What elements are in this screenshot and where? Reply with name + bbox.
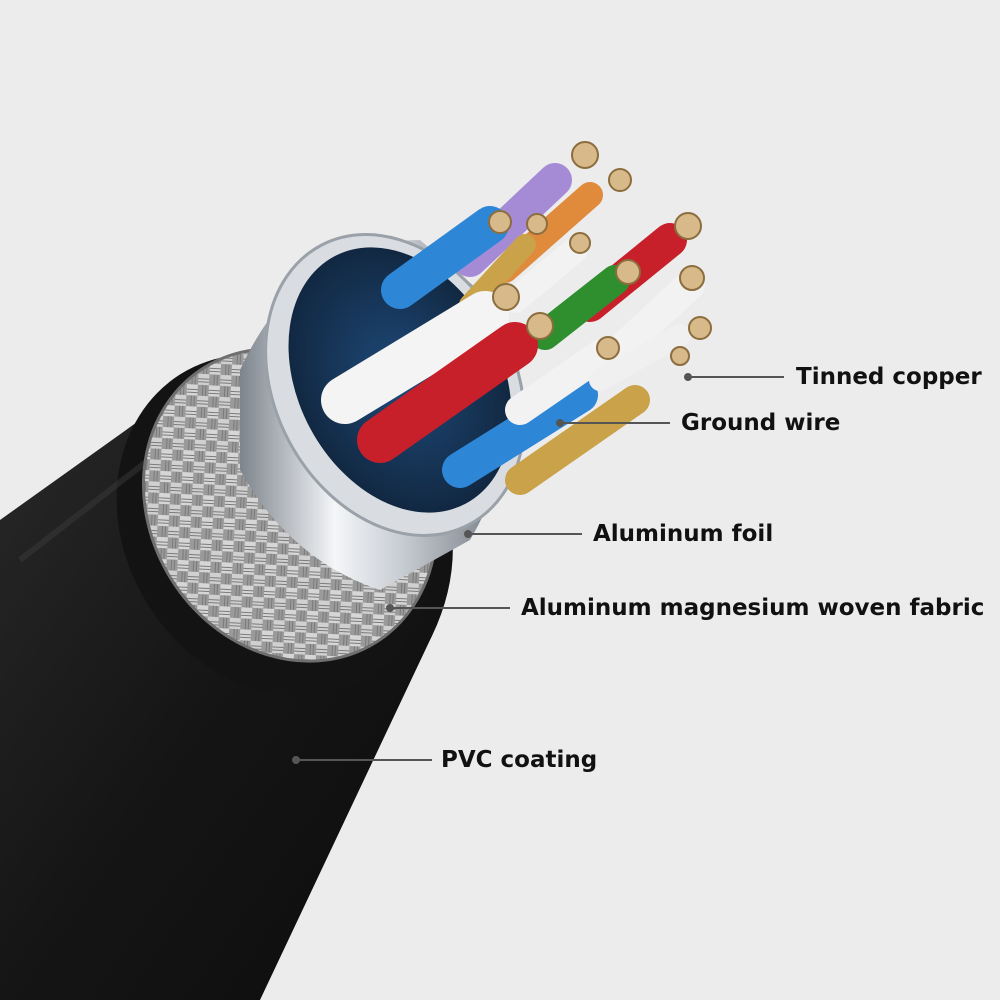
wire-gold-bottom [505,385,650,495]
leader-lines [292,373,784,764]
label-aluminum-foil: Aluminum foil [593,521,774,547]
label-pvc-coating: PVC coating [441,747,598,773]
wire-white-small [589,324,691,391]
label-tinned-copper: Tinned copper [796,364,982,390]
tinned-copper-strands [488,141,712,366]
wire-red-big [357,322,538,463]
wire-blue-bottom [442,377,598,488]
wire-white-big [321,291,509,424]
wire-blue-top [381,206,509,309]
wire-white-right [605,270,705,365]
wire-white-mid [502,237,588,313]
wire-green [530,265,630,350]
inner-wires [321,163,705,495]
label-ground-wire: Ground wire [681,410,841,436]
label-aluminum-magnesium-woven-fabric: Aluminum magnesium woven fabric [521,595,985,621]
wire-white-bottom [505,340,615,425]
